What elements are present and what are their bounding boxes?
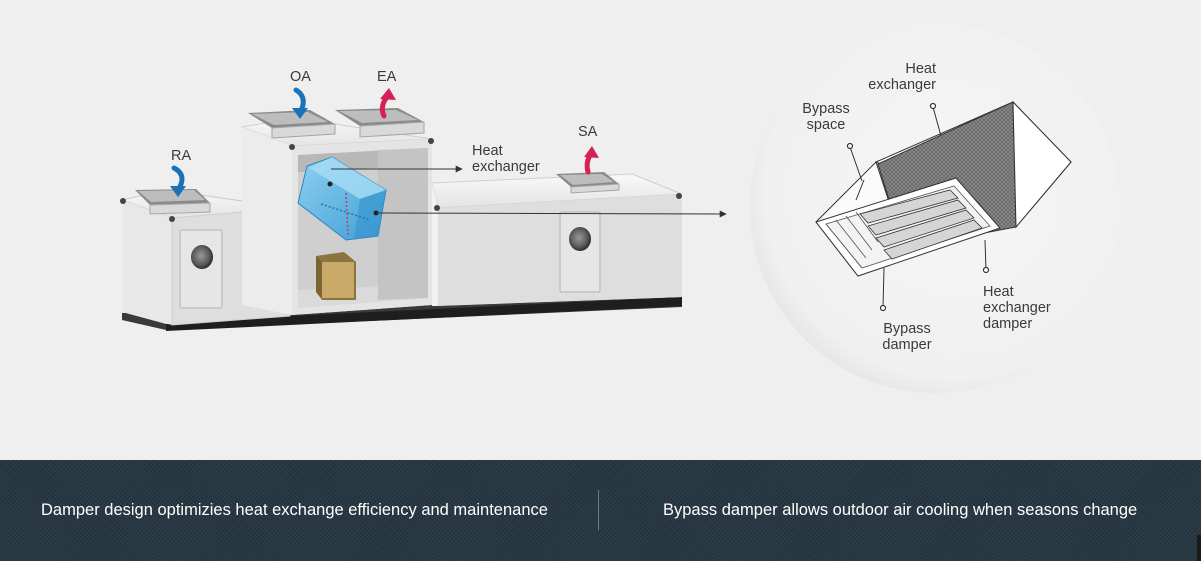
bypass-space-line2: space <box>806 117 846 133</box>
ra-port-circle <box>191 245 213 269</box>
bypass-space-line1: Bypass <box>802 101 850 117</box>
heat-exchanger-label: Heat exchanger <box>472 143 540 175</box>
diagram-graphics <box>120 23 1120 393</box>
heat-exchanger-damper-line2: exchanger <box>983 300 1051 316</box>
air-handling-unit <box>120 87 727 331</box>
bypass-damper-label: Bypass damper <box>876 321 938 353</box>
left-caption: Damper design optimizies heat exchange e… <box>41 501 548 519</box>
bypass-damper-line2: damper <box>882 337 932 353</box>
bypass-damper-line1: Bypass <box>883 321 931 337</box>
ea-label: EA <box>377 69 397 85</box>
ra-label: RA <box>171 148 192 164</box>
detail-pointer-line <box>375 210 727 218</box>
corner-scroll-marker <box>1197 535 1201 561</box>
feature-footer: Damper design optimizies heat exchange e… <box>0 460 1201 561</box>
heat-exchanger-damper-line1: Heat <box>983 284 1014 300</box>
detail-heat-exchanger-label: Heat exchanger <box>862 61 936 93</box>
right-caption: Bypass damper allows outdoor air cooling… <box>663 501 1138 519</box>
bypass-space-label: Bypass space <box>798 101 854 133</box>
diagram-area: RA OA EA SA Heat exchanger Heat exchange… <box>120 23 1120 393</box>
detail-heat-exchanger-line1: Heat <box>905 61 936 77</box>
heat-exchanger-label-line2: exchanger <box>472 159 540 175</box>
heat-exchanger-damper-line3: damper <box>983 316 1033 332</box>
oa-label: OA <box>290 69 311 85</box>
heat-exchanger-cube <box>297 156 387 241</box>
detail-heat-exchanger-line2: exchanger <box>868 77 936 93</box>
sa-label: SA <box>578 124 598 140</box>
caption-divider <box>598 490 599 530</box>
heat-exchanger-damper-label: Heat exchanger damper <box>983 284 1051 332</box>
sa-port-circle <box>569 227 591 251</box>
heat-exchanger-detail <box>815 100 1072 312</box>
heat-exchanger-label-line1: Heat <box>472 143 503 159</box>
